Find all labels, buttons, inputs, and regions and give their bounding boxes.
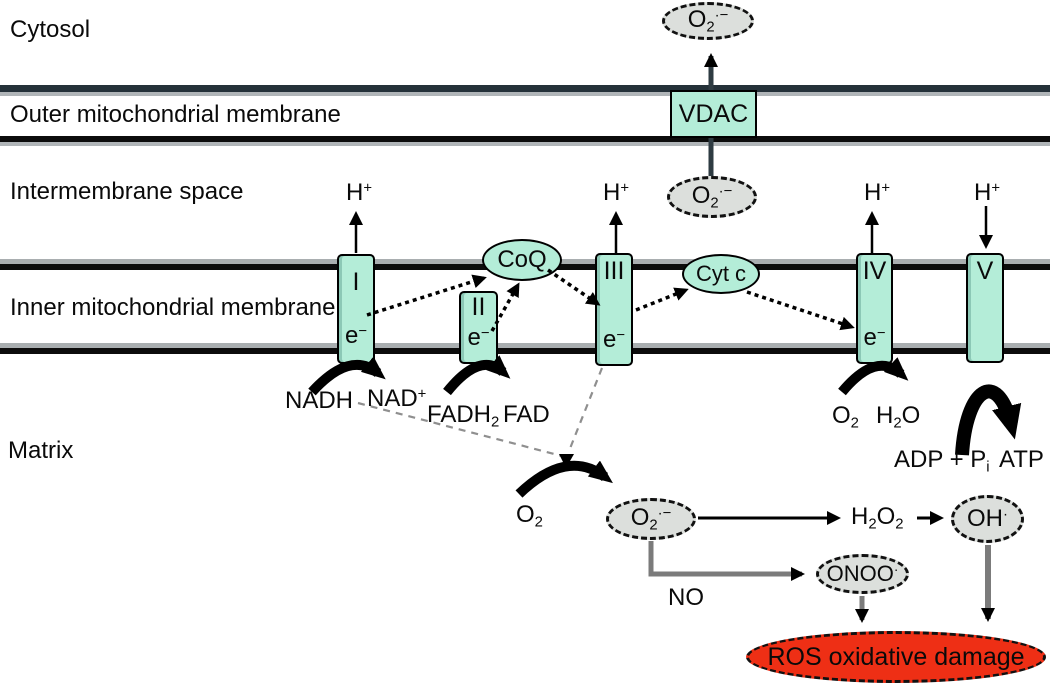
- complex-II-electron-label: e−: [467, 324, 490, 351]
- inner-membrane-bottom-highlight: [0, 343, 1050, 348]
- complex-IV: IV e−: [856, 253, 893, 364]
- superoxide-oval-matrix: O2·−: [606, 498, 696, 540]
- intermembrane-space-label: Intermembrane space: [10, 178, 244, 205]
- h2o-label: H2O: [876, 402, 921, 432]
- proton-label-c5: H+: [974, 179, 1001, 206]
- coq-label: CoQ: [497, 246, 547, 273]
- cytc-label: Cyt c: [695, 261, 747, 286]
- complex-III: III e−: [595, 253, 633, 366]
- superoxide-label-matrix: O2·−: [630, 504, 672, 534]
- ros-damage-label: ROS oxidative damage: [767, 642, 1025, 671]
- arrow-superoxide-no-to-onoo: [648, 541, 805, 581]
- nad-label: NAD+: [367, 385, 427, 412]
- superoxide-label-intermembrane: O2·−: [691, 182, 733, 212]
- electron-arrow-coq-to-c3: [547, 268, 601, 306]
- complex-III-label: III: [603, 257, 625, 285]
- peroxynitrite-oval: ONOO·: [816, 554, 909, 594]
- vdac-label: VDAC: [678, 99, 749, 128]
- nadh-label: NADH: [285, 387, 354, 414]
- inner-membrane-label: Inner mitochondrial membrane: [10, 294, 336, 321]
- proton-label-c4: H+: [864, 179, 891, 206]
- outer-membrane-top-highlight: [0, 92, 1050, 96]
- superoxide-label-cytosol: O2·−: [687, 6, 729, 36]
- proton-label-c1: H+: [346, 179, 373, 206]
- hydroxyl-label: OH·: [967, 505, 1008, 532]
- inner-membrane-bottom-line: [0, 348, 1050, 354]
- outer-membrane-bottom-highlight: [0, 142, 1050, 146]
- hydroxyl-oval: OH·: [951, 495, 1024, 543]
- complex-IV-label: IV: [862, 257, 887, 285]
- electron-arrow-cytc-to-c4: [746, 290, 855, 331]
- h2o2-label: H2O2: [851, 503, 904, 533]
- reaction-arrow-complex2: [443, 355, 511, 396]
- peroxynitrite-label: ONOO·: [826, 561, 899, 586]
- complex-II: II e−: [459, 291, 498, 364]
- matrix-label: Matrix: [8, 437, 74, 464]
- vdac-channel: VDAC: [670, 90, 757, 138]
- coq-carrier: CoQ: [482, 239, 562, 281]
- electron-arrow-c3-to-cytc: [635, 287, 689, 312]
- fadh2-label: FADH2: [427, 401, 500, 431]
- complex-II-label: II: [471, 293, 486, 321]
- o2-label-complex4: O2: [832, 402, 859, 432]
- complex-I: I e−: [337, 254, 375, 364]
- atp-label: ATP: [999, 446, 1044, 473]
- electron-leak-arrowhead: [559, 454, 574, 468]
- complex-I-electron-label: e−: [344, 322, 368, 349]
- complex-V: V: [966, 253, 1004, 363]
- cytosol-label: Cytosol: [10, 16, 91, 43]
- outer-membrane-label: Outer mitochondrial membrane: [10, 101, 341, 128]
- reaction-arrow-matrix-o2: [515, 460, 613, 498]
- cytc-carrier: Cyt c: [682, 254, 760, 294]
- outer-membrane-bottom-line: [0, 136, 1050, 142]
- electron-leak-from-c3: [567, 367, 604, 452]
- outer-membrane-top-line: [0, 85, 1050, 92]
- superoxide-oval-intermembrane: O2·−: [667, 176, 757, 218]
- complex-III-electron-label: e−: [602, 326, 626, 353]
- proton-label-c3: H+: [603, 179, 630, 206]
- ros-damage-oval: ROS oxidative damage: [746, 631, 1046, 683]
- reaction-arrow-complex4: [838, 357, 909, 396]
- fad-label: FAD: [503, 401, 550, 428]
- o2-label-matrix: O2: [516, 501, 543, 531]
- complex-I-label: I: [352, 268, 360, 296]
- no-label: NO: [668, 584, 704, 611]
- adp-pi-label: ADP + Pi: [894, 446, 990, 476]
- complex-IV-electron-label: e−: [863, 324, 886, 351]
- complex-V-label: V: [976, 257, 994, 285]
- superoxide-oval-cytosol: O2·−: [662, 2, 754, 40]
